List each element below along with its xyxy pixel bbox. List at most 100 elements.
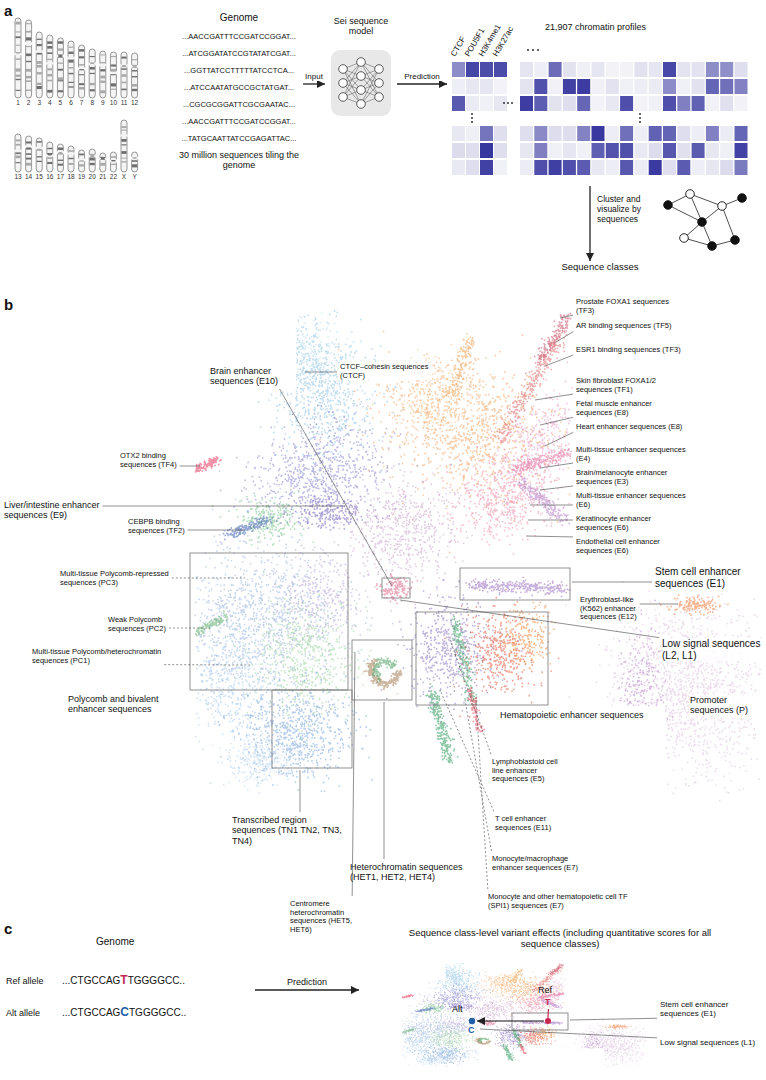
class-label: ESR1 binding sequences (TF3)	[576, 346, 686, 355]
heatmap-cell	[452, 143, 465, 158]
mini-scatter-points	[474, 1038, 491, 1045]
flow-arrow	[397, 83, 447, 84]
chromosome-band	[37, 72, 42, 74]
chromosome-band	[15, 52, 20, 53]
leader-line	[545, 355, 573, 366]
chromosome-number: 16	[42, 173, 58, 180]
network-unit	[375, 79, 384, 88]
heatmap-cell	[606, 160, 619, 175]
node-text: ...AACCGATTTCCGATCCGGAT...	[176, 28, 302, 45]
graph-node	[698, 218, 707, 227]
chromosome-band	[58, 80, 63, 81]
chromosome-band	[79, 83, 84, 85]
heatmap-cell	[663, 143, 676, 158]
centromere	[131, 156, 138, 160]
chromosome-band	[26, 61, 31, 62]
region-box	[272, 690, 352, 768]
heatmap-cell	[649, 126, 662, 141]
chromosome-number: 3	[31, 99, 47, 106]
heatmap-cell	[549, 96, 562, 111]
leader-line	[450, 640, 491, 754]
chromosome-band	[15, 75, 20, 77]
scatter-points	[446, 333, 475, 410]
centromere	[78, 158, 85, 162]
chromosome-band	[68, 60, 73, 63]
leader-line	[305, 372, 337, 373]
edge-label: Prediction	[286, 977, 328, 987]
scatter-points	[195, 456, 222, 473]
centromere	[57, 54, 64, 58]
chromosome-band	[47, 74, 52, 76]
ellipsis-dot	[507, 102, 509, 104]
chromosome-band	[47, 90, 52, 93]
chromosome-band	[111, 89, 116, 90]
ellipsis-dot	[639, 113, 641, 115]
class-label: AR binding sequences (TF5)	[576, 322, 686, 331]
class-label: Multi-tissue Polycomb-repressed sequence…	[60, 570, 188, 587]
graph-node	[686, 190, 695, 199]
chromosome	[15, 18, 21, 98]
scatter-points	[517, 475, 570, 526]
chromosome-band	[26, 37, 31, 40]
class-label: CEBPB binding sequences (TF2)	[128, 518, 208, 535]
heatmap-cell	[692, 160, 705, 175]
chromosome-band	[79, 87, 84, 90]
heatmap-cell	[563, 126, 576, 141]
heatmap-cell	[634, 126, 647, 141]
chromosome-number: 18	[63, 173, 79, 180]
chromosome-band	[26, 46, 31, 47]
class-label: Endothelial cell enhancer sequences (E6)	[576, 538, 686, 555]
chromosome-band	[15, 31, 20, 32]
chromosome-band	[79, 56, 84, 58]
heatmap-cell	[663, 62, 676, 77]
chromosome-number: 9	[95, 99, 111, 106]
heatmap-cell	[534, 79, 547, 94]
class-label: Erythroblast-like (K562) enhancer sequen…	[580, 596, 658, 622]
centromere	[89, 62, 96, 66]
chromosome-band	[90, 56, 95, 57]
chromosome-band	[37, 61, 42, 64]
chromosome-number: 14	[21, 173, 37, 180]
alt-dot	[469, 1018, 475, 1024]
heatmap-cell	[466, 62, 479, 77]
heatmap-cell	[720, 160, 733, 175]
heatmap-cell	[452, 96, 465, 111]
chromosome-band	[121, 139, 126, 142]
variant-base: T	[120, 973, 127, 987]
heatmap-cell	[520, 96, 533, 111]
chromosome-number: 20	[84, 173, 100, 180]
chromosome-band	[15, 79, 20, 80]
class-label: Lymphoblastoid cell line enhancer sequen…	[492, 758, 570, 784]
heatmap-cell	[634, 96, 647, 111]
chromosome	[57, 144, 63, 172]
heatmap-cell	[480, 96, 493, 111]
chromosome-band	[15, 36, 20, 38]
mini-scatter-points	[501, 1043, 516, 1061]
figure-panel-node: GenomeRef allele...CTGCCAGTTGGGGCC..Alt …	[4, 932, 254, 1024]
chromosome-band	[79, 74, 84, 75]
heatmap-cell	[720, 79, 733, 94]
heatmap-cell	[494, 96, 507, 111]
scatter-points	[276, 483, 397, 531]
heatmap-cell	[735, 126, 748, 141]
node-text: Ref allele	[6, 976, 44, 986]
ellipsis-dot	[471, 117, 473, 119]
leader-line	[384, 702, 385, 859]
chromosome-band	[37, 53, 42, 55]
centromere	[57, 150, 64, 154]
chromosome-band	[121, 151, 126, 154]
class-label: Stem cell enhancer sequences (E1)	[655, 566, 765, 589]
scatter-points	[494, 325, 568, 450]
chromosome-number: Y	[127, 173, 143, 180]
heatmap-cell	[634, 79, 647, 94]
heatmap-cell	[692, 62, 705, 77]
sequence-part: TGGGGCC..	[129, 1007, 186, 1018]
heatmap-cell	[692, 143, 705, 158]
centromere	[14, 149, 21, 153]
network-unit	[357, 72, 366, 81]
chromosome-band	[37, 156, 42, 157]
heatmap-cell	[563, 62, 576, 77]
heatmap-cell	[706, 126, 719, 141]
centromere	[120, 134, 127, 138]
chromosome	[79, 150, 85, 172]
